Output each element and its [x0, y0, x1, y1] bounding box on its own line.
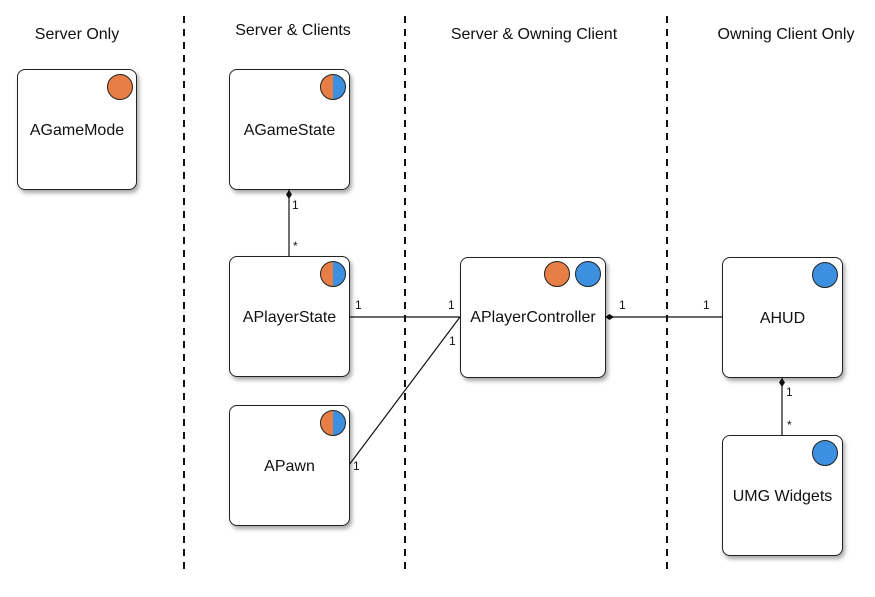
column-header-owning-client-only: Owning Client Only	[717, 26, 855, 43]
multiplicity-hud-one: 1	[703, 298, 710, 312]
server-client-dot-icon	[320, 74, 346, 100]
agamestate-label: AGameState	[243, 122, 336, 139]
server-dot-icon	[544, 261, 570, 287]
client-dot-icon	[812, 262, 838, 288]
aplayercontroller-label: APlayerController	[470, 309, 596, 326]
gamestate-composition-diamond	[286, 190, 292, 199]
multiplicity-controller-playerstate-one: 1	[448, 298, 455, 312]
multiplicity-playerstate-many: *	[293, 239, 298, 253]
column-header-server-owning-client: Server & Owning Client	[450, 26, 618, 43]
column-header-server-clients: Server & Clients	[235, 22, 351, 39]
apawn-box[interactable]: APawn	[229, 405, 350, 526]
client-dot-icon	[575, 261, 601, 287]
agamestate-box[interactable]: AGameState	[229, 69, 350, 190]
controller-composition-diamond	[605, 314, 614, 320]
pawn-controller-link	[348, 316, 461, 466]
client-dot-icon	[812, 440, 838, 466]
hud-composition-diamond	[779, 378, 785, 387]
server-client-dot-icon	[320, 261, 346, 287]
aplayerstate-box[interactable]: APlayerState	[229, 256, 350, 377]
multiplicity-pawn-one: 1	[353, 459, 360, 473]
agamemode-box[interactable]: AGameMode	[17, 69, 137, 190]
server-client-dot-icon	[320, 410, 346, 436]
multiplicity-hud-widgets-one: 1	[786, 385, 793, 399]
multiplicity-controller-hud-one: 1	[619, 298, 626, 312]
multiplicity-gamestate-one: 1	[292, 198, 299, 212]
aplayerstate-label: APlayerState	[242, 309, 337, 326]
umg-widgets-box[interactable]: UMG Widgets	[722, 435, 843, 556]
multiplicity-playerstate-one: 1	[355, 298, 362, 312]
apawn-label: APawn	[264, 458, 315, 475]
agamemode-label: AGameMode	[29, 122, 125, 139]
ahud-box[interactable]: AHUD	[722, 257, 843, 378]
multiplicity-controller-pawn-one: 1	[449, 334, 456, 348]
column-header-server-only: Server Only	[34, 26, 120, 43]
server-dot-icon	[107, 74, 133, 100]
umg-widgets-label: UMG Widgets	[732, 488, 833, 505]
multiplicity-widgets-many: *	[787, 418, 792, 432]
ahud-label: AHUD	[759, 310, 806, 327]
aplayercontroller-box[interactable]: APlayerController	[460, 257, 606, 378]
